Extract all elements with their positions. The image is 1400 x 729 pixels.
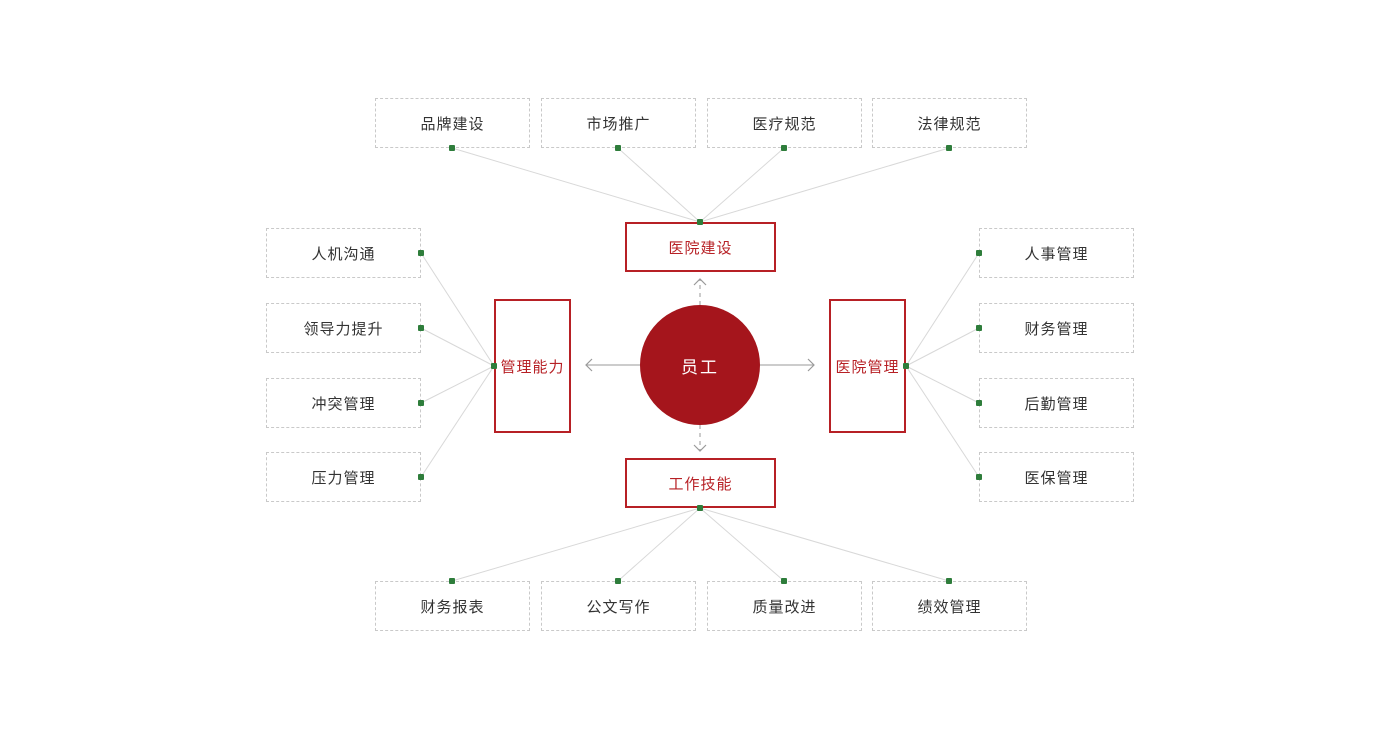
leaf-connector-dot	[976, 474, 982, 480]
pillar-hospital-construction[interactable]: 医院建设	[625, 222, 776, 272]
leaf-connector-dot	[781, 578, 787, 584]
leaf-node-group-right[interactable]: 医保管理	[979, 452, 1134, 502]
leaf-connector-dot	[449, 145, 455, 151]
pillar-hospital-construction-label: 医院建设	[668, 239, 733, 257]
arrow-core-to-hospital-construction-head	[693, 278, 707, 286]
connector-line	[905, 327, 980, 367]
leaf-node-group-top[interactable]: 市场推广	[541, 98, 696, 148]
leaf-node-group-left[interactable]: 压力管理	[266, 452, 421, 502]
leaf-connector-dot	[449, 578, 455, 584]
leaf-node-group-right[interactable]: 财务管理	[979, 303, 1134, 353]
leaf-node-label: 压力管理	[311, 469, 376, 487]
leaf-node-group-bottom[interactable]: 质量改进	[707, 581, 862, 631]
connector-line	[451, 147, 701, 223]
connector-line	[905, 365, 980, 404]
connector-line	[699, 507, 950, 582]
leaf-node-group-left[interactable]: 冲突管理	[266, 378, 421, 428]
leaf-connector-dot	[781, 145, 787, 151]
leaf-connector-dot	[615, 578, 621, 584]
connector-line	[420, 327, 495, 367]
core-node-label: 员工	[681, 357, 719, 377]
leaf-node-group-right[interactable]: 后勤管理	[979, 378, 1134, 428]
leaf-node-label: 领导力提升	[303, 320, 384, 338]
leaf-node-label: 财务报表	[420, 598, 485, 616]
leaf-node-label: 法律规范	[917, 115, 982, 133]
leaf-connector-dot	[946, 578, 952, 584]
arrow-core-to-work-skills-head	[693, 444, 707, 452]
leaf-node-label: 人机沟通	[311, 245, 376, 263]
leaf-node-label: 冲突管理	[311, 395, 376, 413]
leaf-connector-dot	[615, 145, 621, 151]
pillar-work-skills[interactable]: 工作技能	[625, 458, 776, 508]
pillar-hospital-administration-hub-dot	[903, 363, 909, 369]
leaf-node-group-bottom[interactable]: 财务报表	[375, 581, 530, 631]
connector-line	[699, 507, 785, 582]
connector-line	[420, 365, 495, 478]
connector-line	[699, 147, 950, 223]
leaf-connector-dot	[976, 325, 982, 331]
pillar-management-ability[interactable]: 管理能力	[494, 299, 571, 433]
pillar-management-ability-hub-dot	[491, 363, 497, 369]
connector-line	[617, 507, 701, 582]
leaf-connector-dot	[418, 325, 424, 331]
leaf-connector-dot	[418, 474, 424, 480]
connector-line	[905, 252, 980, 367]
leaf-node-label: 市场推广	[586, 115, 651, 133]
pillar-work-skills-label: 工作技能	[668, 475, 733, 493]
leaf-node-label: 人事管理	[1024, 245, 1089, 263]
connector-line	[905, 365, 980, 478]
pillar-hospital-administration[interactable]: 医院管理	[829, 299, 906, 433]
leaf-node-label: 后勤管理	[1024, 395, 1089, 413]
leaf-node-label: 医疗规范	[752, 115, 817, 133]
connector-line	[699, 147, 785, 223]
leaf-node-group-top[interactable]: 医疗规范	[707, 98, 862, 148]
connector-line	[420, 365, 495, 404]
connector-line	[451, 507, 701, 582]
leaf-node-label: 绩效管理	[917, 598, 982, 616]
leaf-node-group-top[interactable]: 品牌建设	[375, 98, 530, 148]
leaf-node-group-left[interactable]: 领导力提升	[266, 303, 421, 353]
leaf-node-group-left[interactable]: 人机沟通	[266, 228, 421, 278]
leaf-node-group-top[interactable]: 法律规范	[872, 98, 1027, 148]
leaf-connector-dot	[976, 400, 982, 406]
leaf-connector-dot	[418, 250, 424, 256]
leaf-node-label: 公文写作	[586, 598, 651, 616]
leaf-node-label: 质量改进	[752, 598, 817, 616]
pillar-work-skills-hub-dot	[697, 505, 703, 511]
leaf-node-group-bottom[interactable]: 公文写作	[541, 581, 696, 631]
pillar-hospital-administration-label: 医院管理	[835, 358, 900, 376]
leaf-node-label: 医保管理	[1024, 469, 1089, 487]
pillar-management-ability-label: 管理能力	[500, 358, 565, 376]
arrow-core-to-hospital-administration-head	[807, 358, 815, 372]
leaf-connector-dot	[946, 145, 952, 151]
leaf-node-label: 财务管理	[1024, 320, 1089, 338]
pillar-hospital-construction-hub-dot	[697, 219, 703, 225]
leaf-node-group-right[interactable]: 人事管理	[979, 228, 1134, 278]
leaf-node-label: 品牌建设	[420, 115, 485, 133]
leaf-connector-dot	[976, 250, 982, 256]
core-node-employee[interactable]: 员工	[640, 305, 760, 425]
leaf-node-group-bottom[interactable]: 绩效管理	[872, 581, 1027, 631]
connector-line	[420, 252, 495, 367]
leaf-connector-dot	[418, 400, 424, 406]
connector-line	[617, 147, 701, 223]
arrow-core-to-management-ability-head	[585, 358, 593, 372]
